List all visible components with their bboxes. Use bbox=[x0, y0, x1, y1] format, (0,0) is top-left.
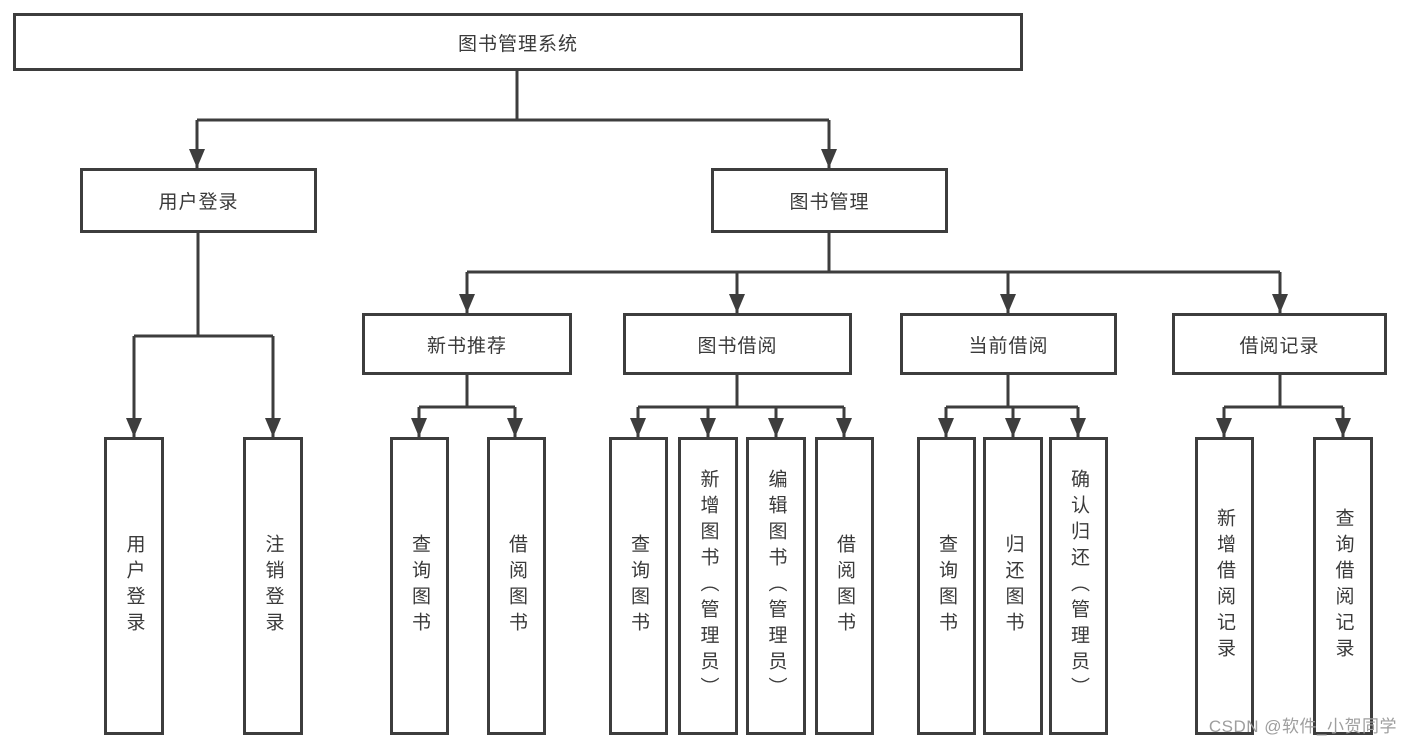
arrowhead-icon bbox=[1005, 418, 1021, 437]
arrowhead-icon bbox=[507, 418, 523, 437]
leaf-label: 新增借阅记录 bbox=[1214, 508, 1235, 664]
leaf-query-books-current: 查询图书 bbox=[917, 437, 976, 735]
node-user-login: 用户登录 bbox=[80, 168, 317, 233]
leaf-label: 编辑图书（管理员） bbox=[765, 469, 787, 703]
leaf-label: 用户登录 bbox=[123, 534, 145, 638]
connector-lines bbox=[132, 70, 1345, 437]
arrowhead-icon bbox=[1335, 418, 1351, 437]
arrowhead-icon bbox=[700, 418, 716, 437]
leaf-label: 注销登录 bbox=[262, 534, 284, 638]
arrowhead-icon bbox=[1216, 418, 1232, 437]
leaf-add-borrow-record: 新增借阅记录 bbox=[1195, 437, 1254, 735]
arrowhead-icon bbox=[1000, 294, 1016, 313]
arrowhead-icon bbox=[1272, 294, 1288, 313]
leaf-query-books-borrow: 查询图书 bbox=[609, 437, 668, 735]
leaf-query-books-recommend: 查询图书 bbox=[390, 437, 449, 735]
leaf-confirm-return-admin: 确认归还（管理员） bbox=[1049, 437, 1108, 735]
leaf-label: 查询图书 bbox=[936, 534, 957, 638]
leaf-label: 新增图书（管理员） bbox=[697, 469, 719, 703]
leaf-return-book: 归还图书 bbox=[983, 437, 1043, 735]
arrowhead-icon bbox=[938, 418, 954, 437]
arrowhead-icon bbox=[1070, 418, 1086, 437]
leaf-label: 查询图书 bbox=[628, 534, 649, 638]
leaf-label: 查询借阅记录 bbox=[1332, 508, 1354, 664]
leaf-edit-book-admin: 编辑图书（管理员） bbox=[746, 437, 806, 735]
arrowhead-icon bbox=[729, 294, 745, 313]
node-book-borrow: 图书借阅 bbox=[623, 313, 852, 375]
arrowhead-icon bbox=[630, 418, 646, 437]
node-borrow-records: 借阅记录 bbox=[1172, 313, 1387, 375]
leaf-borrow-books-recommend: 借阅图书 bbox=[487, 437, 546, 735]
leaf-label: 确认归还（管理员） bbox=[1068, 469, 1089, 703]
leaf-add-book-admin: 新增图书（管理员） bbox=[678, 437, 738, 735]
arrowhead-icon bbox=[836, 418, 852, 437]
leaf-user-login: 用户登录 bbox=[104, 437, 164, 735]
arrowhead-icon bbox=[411, 418, 427, 437]
leaf-logout: 注销登录 bbox=[243, 437, 303, 735]
leaf-label: 归还图书 bbox=[1002, 534, 1024, 638]
leaf-label: 借阅图书 bbox=[834, 534, 855, 638]
leaf-label: 借阅图书 bbox=[506, 534, 527, 638]
arrowhead-icon bbox=[821, 149, 837, 168]
node-book-management: 图书管理 bbox=[711, 168, 948, 233]
leaf-label: 查询图书 bbox=[409, 534, 430, 638]
leaf-borrow-books: 借阅图书 bbox=[815, 437, 874, 735]
arrowhead-icon bbox=[768, 418, 784, 437]
node-new-book-recommend: 新书推荐 bbox=[362, 313, 572, 375]
arrowhead-icon bbox=[189, 149, 205, 168]
node-current-borrow: 当前借阅 bbox=[900, 313, 1117, 375]
watermark: CSDN @软件_小贺同学 bbox=[1208, 717, 1397, 736]
leaf-query-borrow-record: 查询借阅记录 bbox=[1313, 437, 1373, 735]
arrowhead-icon bbox=[265, 418, 281, 437]
arrowhead-icon bbox=[126, 418, 142, 437]
node-root: 图书管理系统 bbox=[13, 13, 1023, 71]
arrowhead-icon bbox=[459, 294, 475, 313]
